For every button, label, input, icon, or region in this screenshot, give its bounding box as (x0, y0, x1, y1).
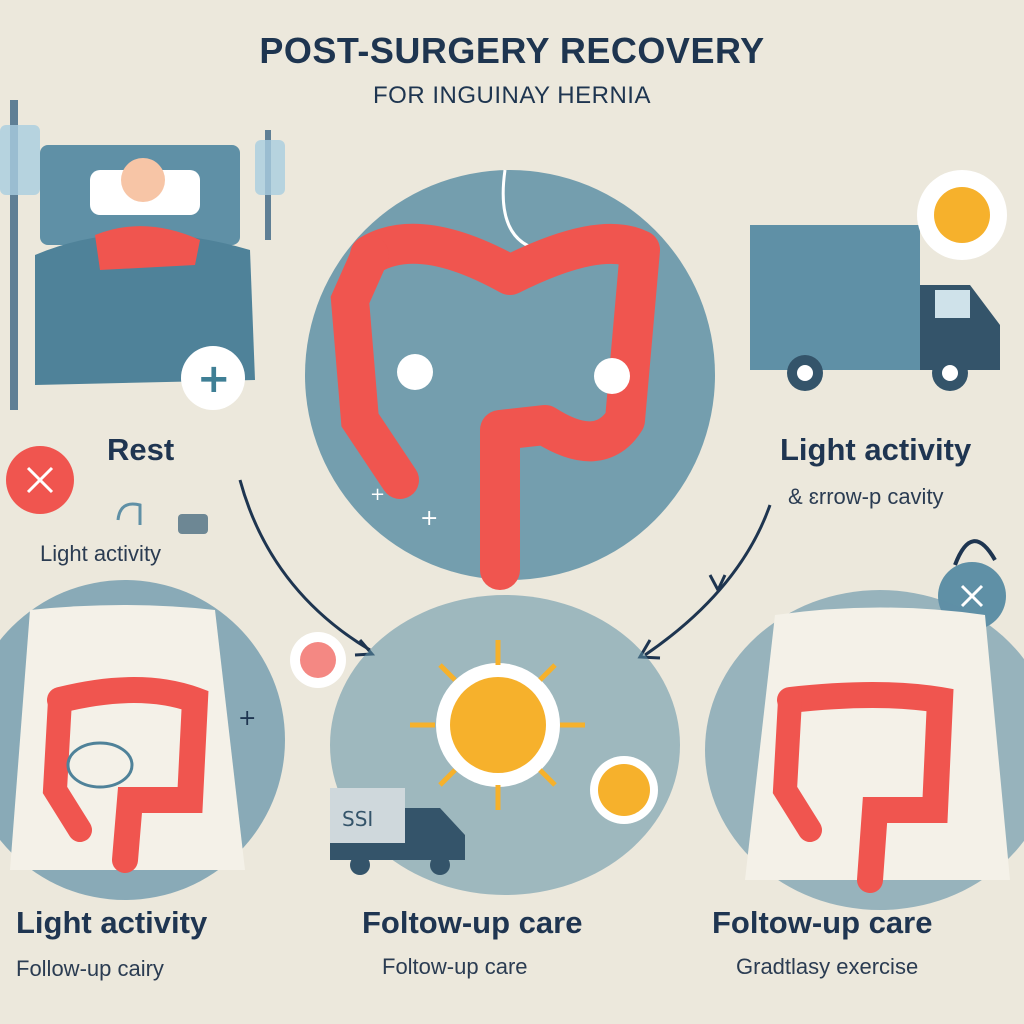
label-light-activity-top: Light activity (780, 432, 972, 467)
bandage-icon (594, 358, 630, 394)
svg-text:+: + (197, 356, 231, 402)
page-subtitle: FOR INGUINAY HERNIA (373, 82, 651, 109)
central-intestine-illustration: + + (305, 169, 715, 590)
plus-icon: + (370, 484, 385, 505)
sun-dot-icon (917, 170, 1007, 260)
chair-icon (116, 502, 208, 534)
sublabel-light-activity-bottom: Follow-up cairy (16, 956, 164, 981)
header: POST-SURGERY RECOVERY FOR INGUINAY HERNI… (0, 30, 1024, 110)
label-follow-up-care-right: Foltow-up care (712, 905, 933, 940)
label-rest: Rest (107, 432, 175, 467)
plus-icon: + (420, 506, 438, 531)
torso-intestine-illustration (0, 580, 285, 900)
medical-plus-icon (181, 346, 245, 410)
cancel-icon (6, 446, 74, 514)
bandage-icon (397, 354, 433, 390)
small-truck-icon: SSI (330, 788, 465, 875)
delivery-truck-icon (750, 225, 1000, 391)
sublabel-rest: Light activity (40, 541, 162, 566)
sublabel-follow-up-care-center: Foltow-up care (382, 954, 528, 979)
sublabel-gradual-exercise: Gradtlasy exercise (736, 954, 919, 979)
plus-icon: + (238, 706, 256, 731)
svg-text:SSI: SSI (342, 807, 373, 831)
page-title: POST-SURGERY RECOVERY (259, 30, 765, 71)
torso-intestine-illustration-right (705, 590, 1024, 910)
sublabel-light-activity-top: & ɛrrow-p cavity (788, 484, 944, 509)
label-light-activity-bottom: Light activity (16, 905, 208, 940)
bed-rest-illustration: + (0, 100, 285, 410)
label-follow-up-care-center: Foltow-up care (362, 905, 583, 940)
small-icons: + (238, 632, 346, 731)
